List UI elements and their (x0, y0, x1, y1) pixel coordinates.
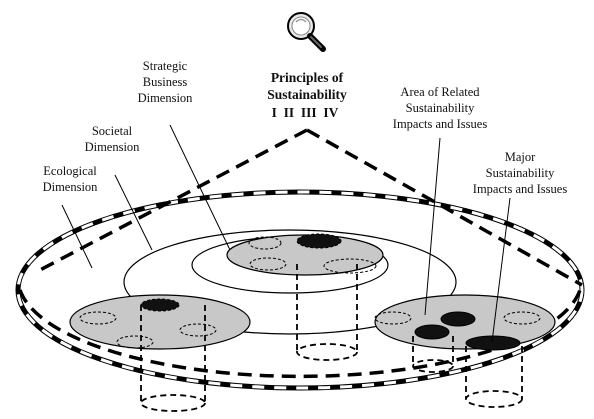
cylinder-right-small (412, 336, 454, 373)
cylinder-right-large (465, 346, 523, 408)
cylinder-left (140, 305, 206, 412)
svg-text:Business: Business (143, 75, 188, 89)
svg-text:Impacts and Issues: Impacts and Issues (473, 182, 568, 196)
societal-ring (123, 229, 457, 335)
label-societal: Societal Dimension (85, 124, 141, 154)
principles-line1: Principles of (271, 70, 344, 85)
issue-area-center (226, 233, 384, 276)
svg-text:Sustainability: Sustainability (486, 166, 556, 180)
ecological-ring (15, 189, 585, 391)
label-strategic: Strategic Business Dimension (138, 59, 194, 105)
svg-text:Strategic: Strategic (143, 59, 188, 73)
principles-numerals: I II III IV (272, 105, 339, 120)
leader-societal (114, 174, 153, 251)
label-major-issues: Major Sustainability Impacts and Issues (473, 150, 568, 196)
svg-text:Dimension: Dimension (85, 140, 141, 154)
svg-text:Major: Major (505, 150, 536, 164)
leader-major (491, 197, 511, 343)
cylinder-center (296, 264, 358, 361)
svg-text:Ecological: Ecological (43, 164, 97, 178)
issue-area-right (374, 294, 556, 351)
svg-text:Area of Related: Area of Related (400, 85, 480, 99)
principles-line2: Sustainability (267, 87, 347, 102)
leader-strategic (169, 124, 231, 251)
leader-lines (61, 124, 511, 343)
principles-cone (18, 128, 583, 379)
label-related-issues: Area of Related Sustainability Impacts a… (393, 85, 488, 131)
leader-related (424, 137, 441, 316)
label-principles: Principles of Sustainability I II III IV (267, 70, 347, 120)
svg-text:Dimension: Dimension (43, 180, 99, 194)
leader-ecological (61, 204, 93, 269)
label-ecological: Ecological Dimension (43, 164, 99, 194)
issue-area-left (69, 294, 251, 350)
svg-text:Sustainability: Sustainability (406, 101, 476, 115)
svg-text:Dimension: Dimension (138, 91, 194, 105)
magnifier-icon (287, 12, 326, 52)
svg-text:Societal: Societal (92, 124, 133, 138)
svg-text:Impacts and Issues: Impacts and Issues (393, 117, 488, 131)
